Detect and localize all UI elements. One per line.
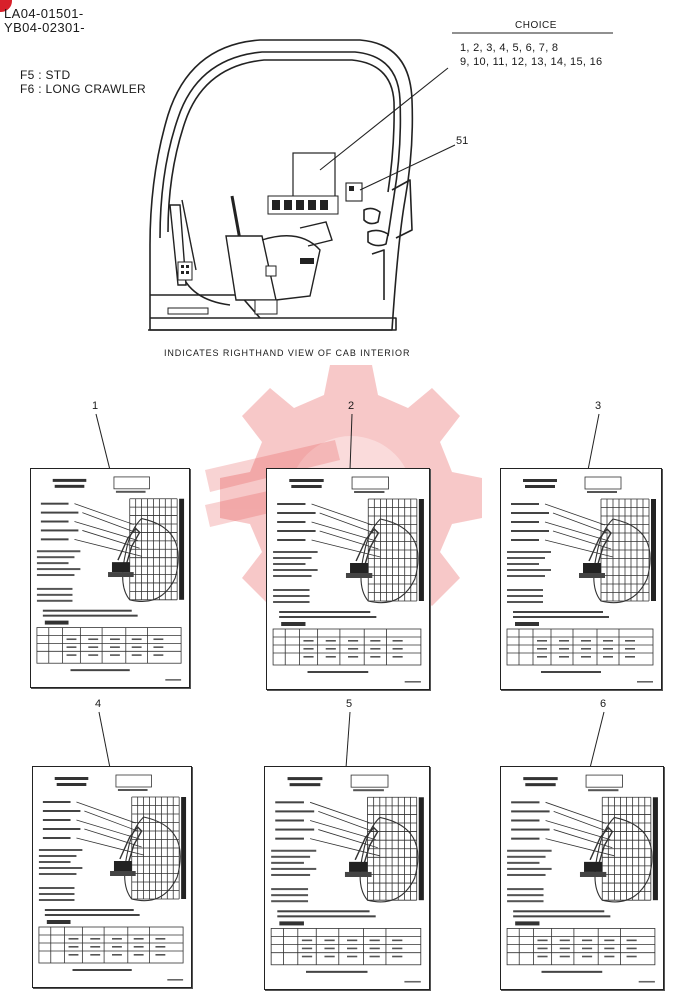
choice-leader-line: [319, 67, 449, 171]
part-51-leader-line: [359, 144, 456, 191]
choice-title: CHOICE: [515, 20, 557, 31]
capacity-decal-5: [264, 766, 430, 990]
capacity-chart-artwork: [506, 476, 656, 683]
choice-numbers-line-2: 9, 10, 11, 12, 13, 14, 15, 16: [460, 56, 603, 68]
capacity-decal-3: [500, 468, 662, 690]
sheet-number-3: 3: [595, 400, 602, 412]
capacity-decal-4: [32, 766, 192, 988]
sheet-number-1: 1: [92, 400, 99, 412]
capacity-chart-artwork: [38, 774, 187, 981]
capacity-chart-artwork: [36, 476, 185, 681]
sheet-number-5: 5: [346, 698, 353, 710]
serial-number-1: LA04-01501-: [4, 6, 84, 21]
capacity-decal-6: [500, 766, 664, 990]
switch-panel: [267, 195, 339, 215]
cab-view-caption: INDICATES RIGHTHAND VIEW OF CAB INTERIOR: [164, 348, 411, 358]
cab-frame-outline: [148, 39, 414, 331]
sheet-number-2: 2: [348, 400, 355, 412]
choice-decal-location: [292, 152, 336, 204]
capacity-decal-2: [266, 468, 430, 690]
variant-f5: F5 : STD: [20, 68, 71, 82]
capacity-chart-artwork: [506, 774, 658, 983]
sheet-number-6: 6: [600, 698, 607, 710]
callout-51: 51: [456, 135, 469, 147]
capacity-chart-artwork: [270, 774, 424, 983]
choice-numbers-line-1: 1, 2, 3, 4, 5, 6, 7, 8: [460, 42, 559, 54]
capacity-chart-artwork: [272, 476, 424, 683]
sheet-number-4: 4: [95, 698, 102, 710]
serial-number-2: YB04-02301-: [4, 20, 86, 35]
capacity-decal-1: [30, 468, 190, 688]
variant-f6: F6 : LONG CRAWLER: [20, 82, 147, 96]
console-indicators: [167, 258, 314, 315]
